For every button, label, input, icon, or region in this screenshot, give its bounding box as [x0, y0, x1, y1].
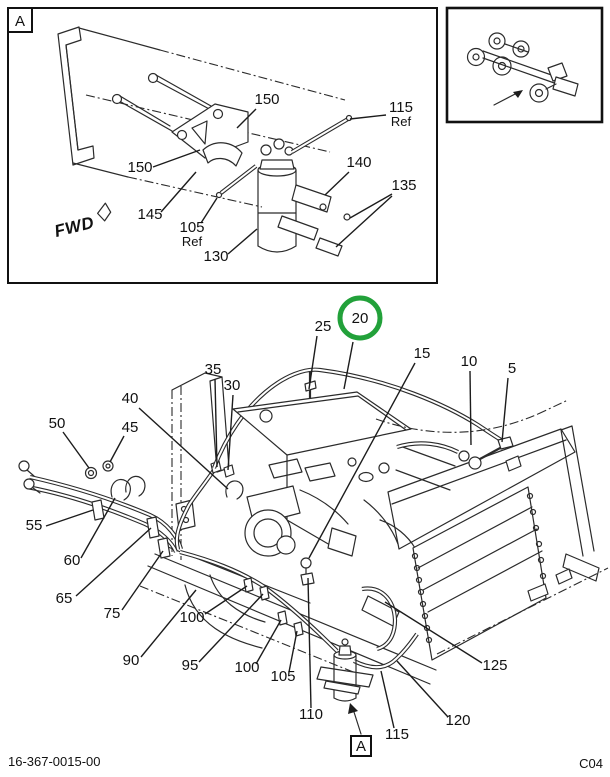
main-leader-105 [288, 630, 298, 673]
detail-a-arrow [353, 711, 362, 735]
main-leader-60 [80, 497, 116, 559]
inset-label-box [7, 7, 33, 33]
inset-leader-130 [227, 228, 258, 255]
detail-a-marker: A [348, 703, 372, 757]
main-leader-95 [198, 593, 264, 663]
main-callout-40: 40 [122, 390, 139, 407]
main-callout-120: 120 [445, 712, 470, 729]
inset-leader-105 [200, 197, 218, 224]
inset-leader-135 [335, 195, 393, 248]
main-leader-125 [384, 601, 483, 664]
inset-art [57, 26, 353, 257]
main-leader-115 [380, 670, 395, 729]
main-callout-35: 35 [205, 361, 222, 378]
main-leader-100 [255, 619, 282, 665]
main-leader-110 [307, 577, 312, 709]
main-leader-65 [75, 527, 152, 597]
figure-number: 16-367-0015-00 [8, 754, 101, 769]
inset-leader-135 [349, 193, 393, 219]
main-leader-25 [308, 335, 318, 390]
main-callout-55: 55 [26, 517, 43, 534]
main-diagram-art [18, 367, 609, 702]
main-leader-75 [121, 550, 164, 611]
inset-label: A [15, 13, 25, 30]
detail-a-box [350, 735, 372, 757]
inset-leader-150 [152, 149, 201, 168]
main-callout-65: 65 [56, 590, 73, 607]
main-callout-5: 5 [508, 360, 516, 377]
main-leader-90 [140, 589, 197, 658]
main-callout-110: 110 [299, 706, 323, 723]
main-callout-60: 60 [64, 552, 81, 569]
chassis-locator-thumbnail [445, 6, 604, 124]
fwd-label: FWD [52, 213, 96, 241]
main-leader-100 [204, 585, 248, 615]
main-leader-40 [138, 407, 229, 490]
main-callout-90: 90 [123, 652, 140, 669]
inset-detail-box: A [7, 7, 438, 284]
main-callout-75: 75 [104, 605, 121, 622]
inset-leader-140 [324, 171, 350, 196]
inset-leader-115 [349, 114, 387, 120]
inset-leader-145 [160, 171, 197, 213]
main-leader-20 [343, 341, 354, 390]
inset-leader-150 [236, 108, 257, 129]
main-callout-105: 105 [270, 668, 295, 685]
main-callout-20: 20 [352, 310, 369, 327]
main-callout-15: 15 [414, 345, 431, 362]
radiator-fin-scallops [411, 492, 547, 644]
page-code: C04 [579, 756, 603, 771]
inset-callout-105: 105 [179, 219, 204, 236]
main-leader-50 [62, 431, 90, 469]
locator-arrowhead-icon [513, 90, 523, 98]
inset-border [7, 7, 438, 284]
main-callout-50: 50 [49, 415, 66, 432]
main-leader-15 [308, 362, 416, 559]
inset-callout-115-sub: Ref [391, 114, 412, 129]
main-callout-25: 25 [315, 318, 332, 335]
inset-callout-105-sub: Ref [182, 234, 203, 249]
inset-callout-140: 140 [346, 154, 371, 171]
main-leader-55 [45, 509, 94, 527]
fwd-direction: FWD [52, 202, 112, 241]
inset-callout-150: 150 [127, 159, 152, 176]
main-callout-100: 100 [179, 609, 204, 626]
main-leader-5 [501, 377, 509, 443]
main-callout-30: 30 [224, 377, 241, 394]
main-callout-95: 95 [182, 657, 199, 674]
main-leader-35 [214, 378, 218, 468]
inset-callout-115: 115 [389, 99, 413, 116]
highlight-circle [337, 295, 383, 341]
main-callout-125: 125 [482, 657, 507, 674]
inset-callout-130: 130 [203, 248, 228, 265]
main-leader-120 [396, 660, 449, 718]
main-callout-45: 45 [122, 419, 139, 436]
main-leader-30 [227, 394, 234, 471]
inset-callout-145: 145 [137, 206, 162, 223]
main-callout-10: 10 [461, 353, 478, 370]
truck-chassis-icon [466, 32, 579, 106]
main-callout-115: 115 [385, 726, 409, 743]
inset-callout-135: 135 [391, 177, 416, 194]
main-callout-100: 100 [234, 659, 259, 676]
locator-border [445, 6, 604, 124]
main-leader-45 [109, 435, 125, 463]
fwd-arrow-icon [97, 202, 112, 222]
detail-a-label: A [356, 738, 366, 755]
main-leader-10 [469, 370, 472, 446]
inset-callout-150: 150 [254, 91, 279, 108]
detail-a-arrowhead-icon [348, 703, 358, 714]
